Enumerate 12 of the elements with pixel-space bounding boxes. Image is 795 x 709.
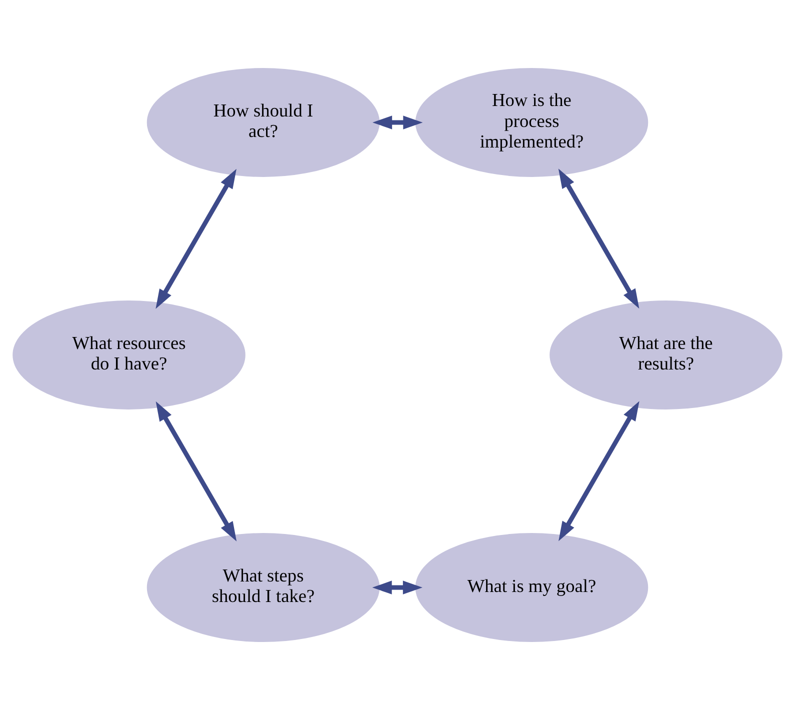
arrow bbox=[558, 168, 640, 308]
arrow bbox=[156, 400, 237, 541]
node-ellipse: How is the process implemented? bbox=[415, 68, 648, 176]
node-ellipse: What is my goal? bbox=[415, 532, 648, 642]
arrow bbox=[372, 115, 423, 129]
node-ellipse: What steps should I take? bbox=[146, 532, 380, 642]
node-ellipse: How should I act? bbox=[146, 68, 380, 176]
node-ellipse: What resources do I have? bbox=[12, 300, 246, 409]
node-ellipse: What are the results? bbox=[550, 300, 782, 409]
arrow bbox=[558, 400, 640, 541]
arrow bbox=[372, 580, 422, 594]
arrow bbox=[156, 168, 236, 308]
